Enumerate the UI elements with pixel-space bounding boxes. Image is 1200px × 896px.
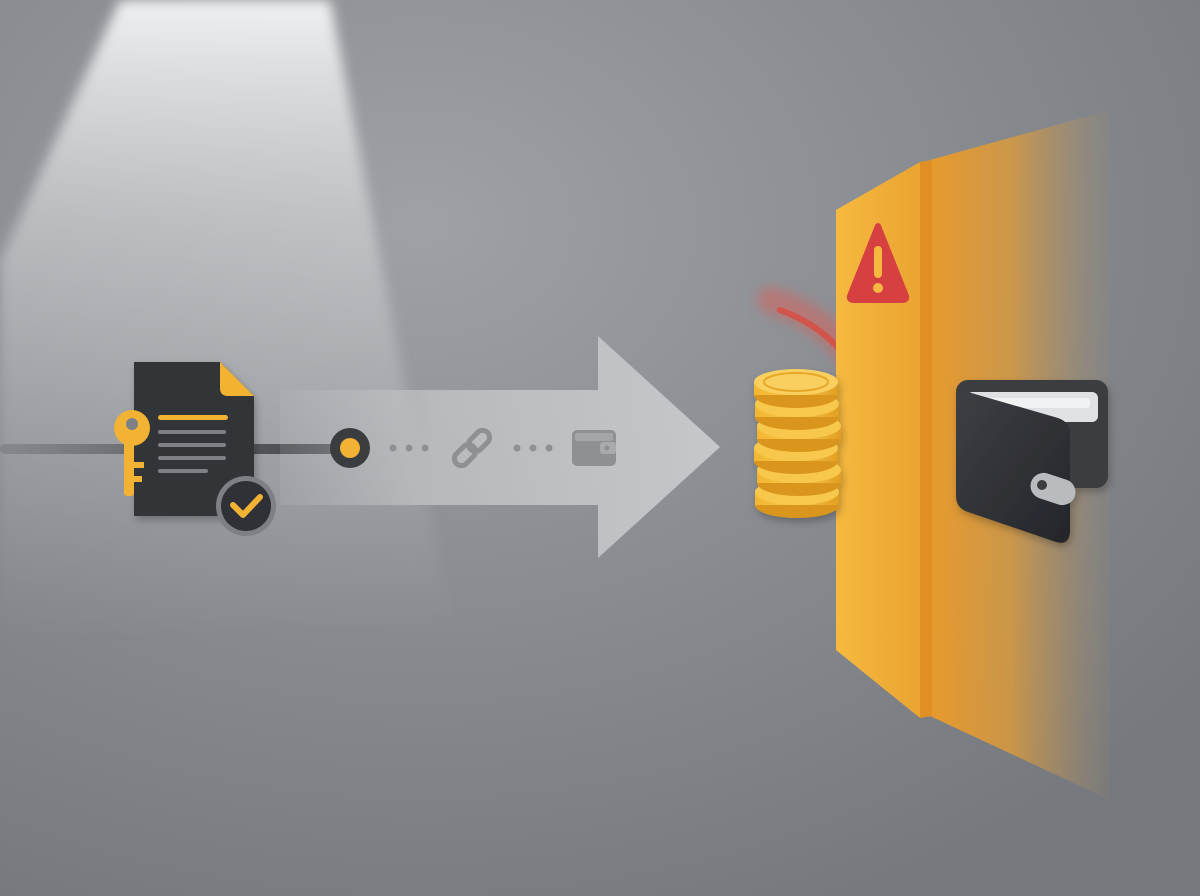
checkmark-badge-icon [216, 476, 276, 536]
coin-stack-icon [754, 369, 841, 518]
document-icon [134, 362, 254, 516]
wallet-icon-large [956, 380, 1108, 543]
node-dot-icon [330, 428, 370, 468]
impact-glow [757, 287, 893, 463]
transfer-arrow [280, 336, 720, 558]
connector-line [0, 444, 350, 454]
link-icon [451, 427, 493, 469]
spotlight-beam [0, 0, 450, 640]
barrier-door [836, 160, 932, 718]
dotted-separator [389, 444, 553, 452]
wallet-icon [572, 430, 616, 466]
impact-arc [777, 307, 875, 433]
barrier-door-back [930, 110, 1110, 800]
key-icon [114, 410, 150, 496]
warning-icon [846, 223, 910, 303]
